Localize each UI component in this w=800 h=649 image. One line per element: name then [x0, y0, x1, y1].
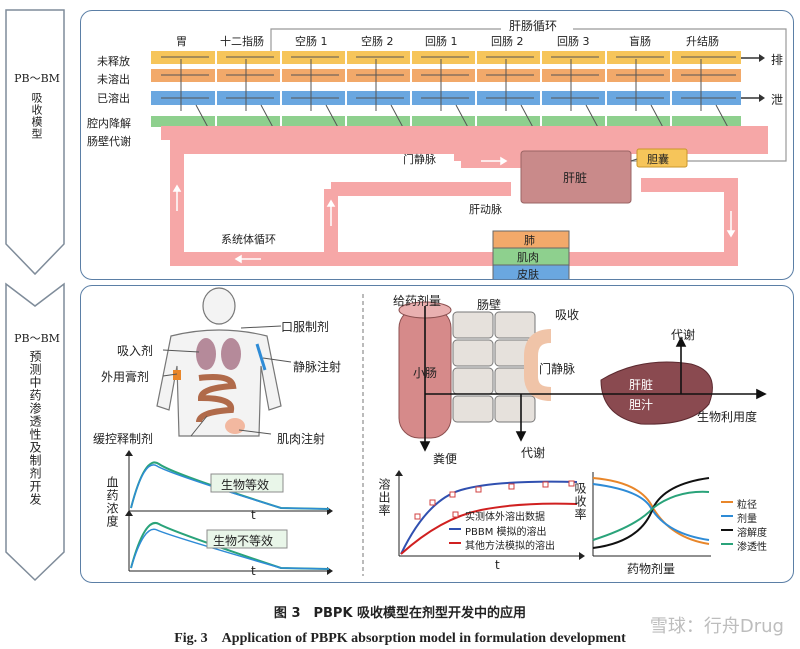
- dissolution-legend-item: PBBM 模拟的溶出: [465, 527, 547, 538]
- iv-label: 静脉注射: [293, 360, 342, 374]
- cycle-label: 肝肠循环: [509, 19, 558, 33]
- wall-label: 肠壁: [477, 298, 502, 312]
- row-label: 腔内降解: [87, 117, 131, 130]
- absorption-model-panel: 肝肠循环 胃 十二指肠 空肠 1 空肠 2 回肠 1 回肠 2 回肠 3 盲肠 …: [80, 10, 794, 281]
- absorption-xlabel: 药物剂量: [627, 562, 676, 576]
- segment-label: 空肠 1: [295, 35, 328, 48]
- excretion-label-1: 排: [771, 53, 784, 67]
- row-label: 未溶出: [97, 73, 130, 86]
- figure-caption-cn: 图 3 PBPK 吸收模型在剂型开发中的应用: [273, 606, 527, 621]
- bioavailability-label: 生物利用度: [697, 410, 758, 424]
- organ-label-muscle: 肌肉: [517, 251, 539, 264]
- figure-caption-en: Fig. 3 Application of PBPK absorption mo…: [174, 631, 626, 646]
- absorption-legend-item: 剂量: [737, 514, 757, 525]
- absorption-legend-item: 溶解度: [737, 528, 767, 539]
- side-bottom-label-1: PB～BM: [14, 332, 60, 345]
- metabolism-top-label: 代谢: [671, 328, 696, 342]
- portal-label: 门静脉: [539, 362, 576, 376]
- liver-label: 肝脏: [563, 171, 588, 185]
- side-arrow-bottom: [5, 282, 65, 582]
- segment-label: 回肠 1: [425, 35, 458, 48]
- segment-label: 升结肠: [686, 35, 719, 48]
- absorption-legend-item: 粒径: [737, 500, 757, 511]
- inhaled-label: 吸入剂: [117, 344, 154, 358]
- t-label-1: t: [251, 508, 256, 522]
- row-label: 肠壁代谢: [87, 135, 131, 148]
- side-bottom-label-2: 预测中药渗透性及制剂开发: [28, 350, 42, 506]
- segment-label: 空肠 2: [361, 35, 394, 48]
- hepatic-artery-label: 肝动脉: [469, 203, 502, 216]
- conc-label: 血药浓度: [105, 476, 119, 528]
- gallbladder-label: 胆囊: [647, 153, 669, 166]
- feces-label: 粪便: [433, 452, 458, 466]
- dissolution-chart: [395, 470, 585, 560]
- dissolution-ylabel: 溶出率: [377, 478, 391, 517]
- side-arrow-top: [5, 9, 65, 276]
- row-label: 未释放: [97, 55, 130, 68]
- segment-label: 十二指肠: [220, 35, 264, 48]
- im-label: 肌肉注射: [277, 432, 326, 446]
- bile-label: 胆汁: [629, 398, 654, 412]
- watermark: 雪球：行舟Drug: [649, 616, 784, 637]
- organ-label-lung: 肺: [524, 234, 535, 247]
- row-label: 已溶出: [97, 92, 130, 105]
- sustained-label: 缓控释制剂: [93, 432, 154, 446]
- application-diagram: [125, 287, 767, 576]
- metabolism-bottom-label: 代谢: [521, 446, 546, 460]
- equiv-label: 生物等效: [221, 478, 270, 492]
- liver-label-2: 肝脏: [629, 378, 654, 392]
- topical-label: 外用膏剂: [101, 370, 150, 384]
- nonequiv-label: 生物不等效: [213, 534, 274, 548]
- side-top-label-1: PB～BM: [14, 72, 60, 85]
- absorption-chart: [592, 472, 733, 557]
- dissolution-legend-item: 实测体外溶出数据: [465, 512, 545, 523]
- oral-label: 口服制剂: [281, 320, 330, 334]
- small-intestine-label: 小肠: [413, 366, 438, 380]
- systemic-label: 系统体循环: [221, 233, 276, 246]
- dose-label: 给药剂量: [393, 294, 442, 308]
- segment-label: 回肠 2: [491, 35, 524, 48]
- side-top-label-2: 吸收模型: [30, 92, 43, 140]
- segment-label: 盲肠: [629, 35, 651, 48]
- absorption-legend-item: 渗透性: [737, 542, 767, 553]
- excretion-label-2: 泄: [771, 93, 784, 107]
- absorption-diagram: [151, 17, 787, 279]
- segment-label: 回肠 3: [557, 35, 590, 48]
- absorption-label: 吸收: [555, 308, 580, 322]
- organ-label-skin: 皮肤: [517, 268, 539, 281]
- absorption-ylabel: 吸收率: [573, 482, 587, 521]
- dissolution-xlabel: t: [495, 558, 500, 572]
- application-panel: 口服制剂 吸入剂 静脉注射 外用膏剂 缓控释制剂 肌肉注射 血药浓度 生物等效 …: [80, 285, 794, 583]
- dissolution-legend-item: 其他方法模拟的溶出: [465, 541, 555, 552]
- t-label-2: t: [251, 564, 256, 578]
- segment-label: 胃: [176, 35, 187, 48]
- portal-vein-label: 门静脉: [403, 153, 436, 166]
